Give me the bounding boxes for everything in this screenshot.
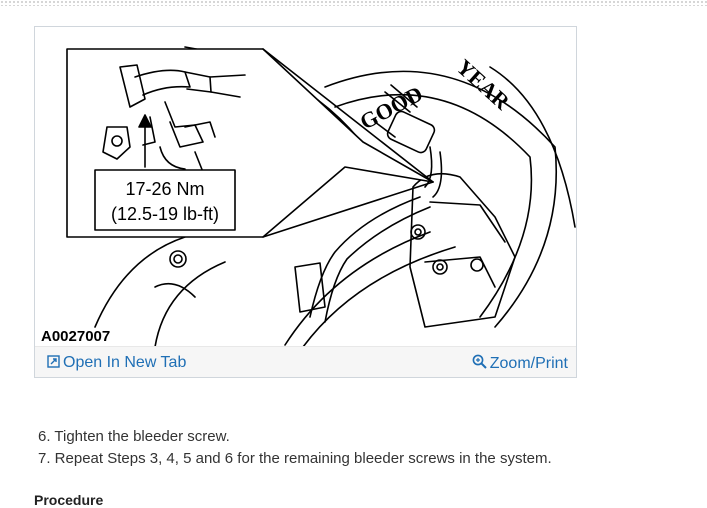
torque-metric-label: 17-26 Nm <box>125 179 204 199</box>
zoom-print-link[interactable]: Zoom/Print <box>472 354 568 374</box>
tire-brand-right: YEAR <box>452 54 516 115</box>
step-7: 7. Repeat Steps 3, 4, 5 and 6 for the re… <box>38 450 552 467</box>
page-top-border <box>0 0 707 6</box>
open-in-new-tab-link[interactable]: Open In New Tab <box>47 354 186 373</box>
zoom-print-label: Zoom/Print <box>489 355 568 372</box>
torque-imperial-label: (12.5-19 lb-ft) <box>111 204 219 224</box>
step-6: 6. Tighten the bleeder screw. <box>38 428 230 445</box>
open-new-tab-icon <box>47 355 60 373</box>
zoom-icon <box>472 354 487 374</box>
procedure-heading: Procedure <box>34 492 104 508</box>
steps-list: 6. Tighten the bleeder screw. 7. Repeat … <box>38 426 552 470</box>
figure-card: 17-26 Nm (12.5-19 lb-ft) GOOD YEAR A0027… <box>34 26 577 378</box>
figure-footer: Open In New Tab Zoom/Print <box>35 346 576 377</box>
brake-bleeder-diagram: 17-26 Nm (12.5-19 lb-ft) GOOD YEAR A0027… <box>41 46 576 347</box>
figure-code: A0027007 <box>41 328 110 345</box>
open-in-new-tab-label: Open In New Tab <box>63 354 187 371</box>
